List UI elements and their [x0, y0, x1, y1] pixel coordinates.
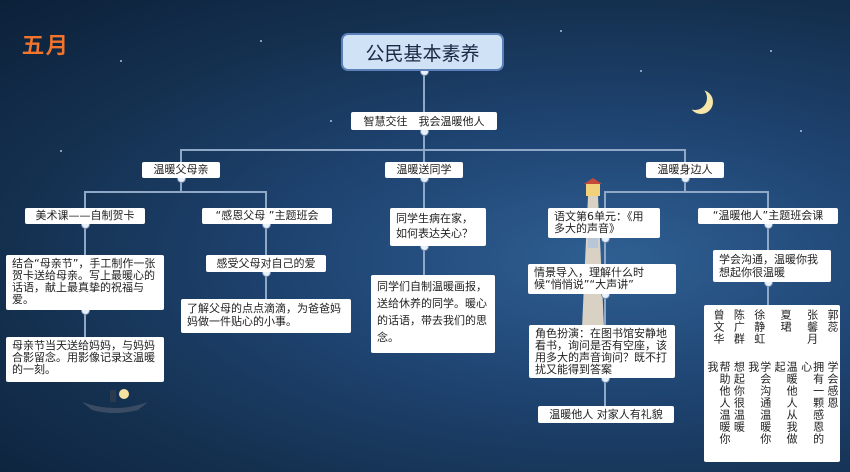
branch-parents: 温暖父母亲: [142, 162, 220, 178]
root-title: 公民基本素养: [341, 33, 504, 71]
parents-meeting-node: “感恩父母 ”主题班会: [202, 208, 332, 224]
student-column: 郭蕊 学会感恩: [825, 309, 839, 458]
photo-desc: 母亲节当天送给妈妈，与妈妈合影留念。用影像记录这温暖的一刻。: [6, 337, 164, 382]
branch-classmates: 温暖送同学: [385, 162, 463, 178]
month-label: 五月: [22, 34, 71, 59]
branch-people: 温暖身边人: [646, 162, 724, 178]
star: [640, 70, 642, 72]
scenario-intro-node: 情景导入，理解什么时候“悄悄说”“大声讲”: [528, 264, 676, 294]
student-message: 学会沟通温暖你我: [746, 361, 772, 445]
star: [560, 30, 562, 32]
boat-icon: [82, 389, 148, 413]
understand-parents-node: 了解父母的点点滴滴，为爸爸妈妈做一件贴心的小事。: [181, 299, 351, 333]
star: [800, 130, 802, 132]
communicate-node: 学会沟通，温暖你我想起你很温暖: [713, 250, 831, 282]
student-message: 温暖他人从我做起: [773, 361, 799, 445]
warm-others-node: 温暖他人 对家人有礼貌: [538, 406, 674, 423]
student-column: 夏珺 温暖他人从我做起: [773, 309, 799, 458]
student-name: 曾文华: [712, 309, 725, 345]
art-class-desc: 结合“母亲节”，手工制作一张贺卡送给母亲。写上最暖心的话语，献上最真挚的祝福与爱…: [6, 255, 164, 310]
student-name: 徐静虹: [752, 309, 766, 345]
student-name: 张馨月: [805, 309, 819, 345]
art-class-node: 美术课——自制贺卡: [25, 208, 145, 224]
level1-node: 智慧交往 我会温暖他人: [351, 112, 497, 130]
student-column: 陈广群 想起你很温暖: [732, 309, 746, 458]
student-name: 夏珺: [779, 309, 793, 333]
role-play-node: 角色扮演：在图书馆安静地看书，询问是否有空座，该用多大的声音询问？既不打扰又能得…: [529, 325, 675, 378]
sick-classmate-answer: 同学们自制温暖画报，送给休养的同学。暖心的话语，带去我们的思念。: [371, 275, 495, 353]
sick-classmate-question: 同学生病在家，如何表达关心？: [390, 208, 486, 246]
chinese-unit-node: 语文第6单元：《用多大的声音》: [548, 208, 660, 238]
student-messages-panel: 郭蕊 学会感恩 张馨月 拥有一颗感恩的心 夏珺 温暖他人从我做起 徐静虹 学会沟…: [704, 305, 840, 462]
student-message: 拥有一颗感恩的心: [799, 361, 825, 445]
warm-others-meeting-node: “温暖他人”主题班会课: [698, 208, 838, 224]
feel-love-node: 感受父母对自己的爱: [206, 255, 326, 272]
student-column: 张馨月 拥有一颗感恩的心: [799, 309, 825, 458]
student-message: 学会感恩: [825, 361, 839, 409]
star: [120, 60, 122, 62]
student-message: 帮助他人温暖你我: [706, 361, 731, 445]
student-name: 陈广群: [732, 309, 746, 345]
student-message: 想起你很温暖: [732, 361, 746, 433]
star: [770, 50, 772, 52]
star: [260, 40, 262, 42]
student-column: 曾文华 帮助他人温暖你我: [706, 309, 731, 458]
student-name: 郭蕊: [825, 309, 839, 333]
student-column: 徐静虹 学会沟通温暖你我: [746, 309, 772, 458]
star: [330, 120, 332, 122]
star: [60, 150, 62, 152]
